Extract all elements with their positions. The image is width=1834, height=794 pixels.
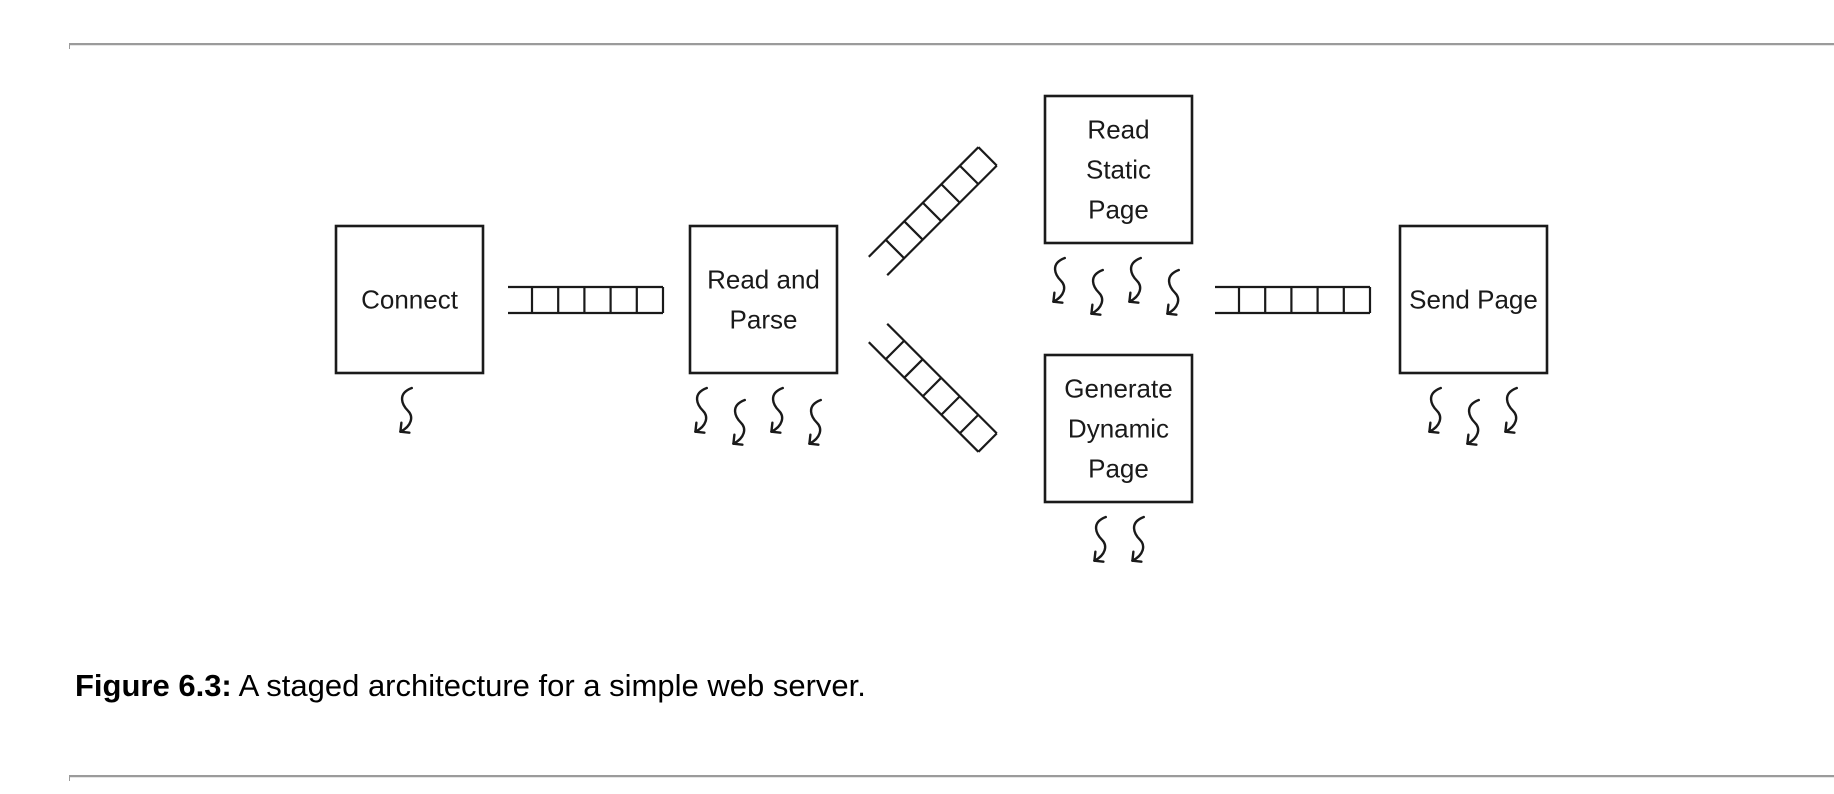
queue-slot: [959, 414, 980, 435]
thread-icon: [732, 398, 746, 446]
bottom-horizontal-rule: [69, 775, 1834, 781]
stage-label-line: Dynamic: [1068, 414, 1169, 444]
thread-icon: [1128, 256, 1142, 304]
stage-label-line: Read: [1087, 115, 1149, 145]
queue-slot: [903, 358, 924, 379]
queue-slot: [940, 395, 961, 416]
thread-icon: [1131, 515, 1145, 563]
thread-icon: [399, 386, 413, 434]
queue-slot: [940, 183, 961, 204]
thread-icon: [1504, 386, 1518, 434]
queue-slot: [959, 164, 980, 185]
stage-label-line: Page: [1088, 454, 1149, 484]
queue-slot: [922, 377, 942, 397]
stage-label-line: Static: [1086, 155, 1151, 185]
queue-parse-to-dynamic: [868, 323, 998, 453]
thread-icon: [1052, 256, 1066, 304]
stage-label-line: Read and: [707, 265, 820, 295]
thread-icon: [770, 386, 784, 434]
thread-icon: [1093, 515, 1107, 563]
top-horizontal-rule: [69, 43, 1834, 49]
stage-label-line: Send Page: [1409, 285, 1538, 315]
thread-icon: [1428, 386, 1442, 434]
queue-slot: [977, 146, 998, 167]
figure-caption-text: A staged architecture for a simple web s…: [238, 668, 866, 703]
thread-icon: [694, 386, 708, 434]
figure-caption: Figure 6.3: A staged architecture for a …: [75, 668, 866, 704]
figure-label: Figure 6.3:: [75, 668, 232, 703]
queue-slot: [885, 340, 905, 360]
queue-slot: [977, 432, 998, 453]
queue-static-to-send: [1215, 285, 1372, 315]
thread-icon: [1090, 268, 1104, 316]
stage-label-line: Page: [1088, 195, 1149, 225]
thread-icon: [1166, 268, 1180, 316]
stage-box-connect: Connect: [334, 224, 485, 375]
stage-label-line: Connect: [361, 285, 459, 315]
thread-icon: [1466, 398, 1480, 446]
stage-label-line: Parse: [730, 305, 798, 335]
queue-slot: [922, 202, 942, 222]
queue-slot: [903, 220, 924, 241]
queue-parse-to-static: [868, 146, 998, 276]
queue-slot: [885, 239, 905, 259]
stage-box-send-page: Send Page: [1398, 224, 1549, 375]
stage-label-line: Generate: [1064, 374, 1172, 404]
thread-icon: [808, 398, 822, 446]
queue-connect-to-parse: [508, 285, 665, 315]
